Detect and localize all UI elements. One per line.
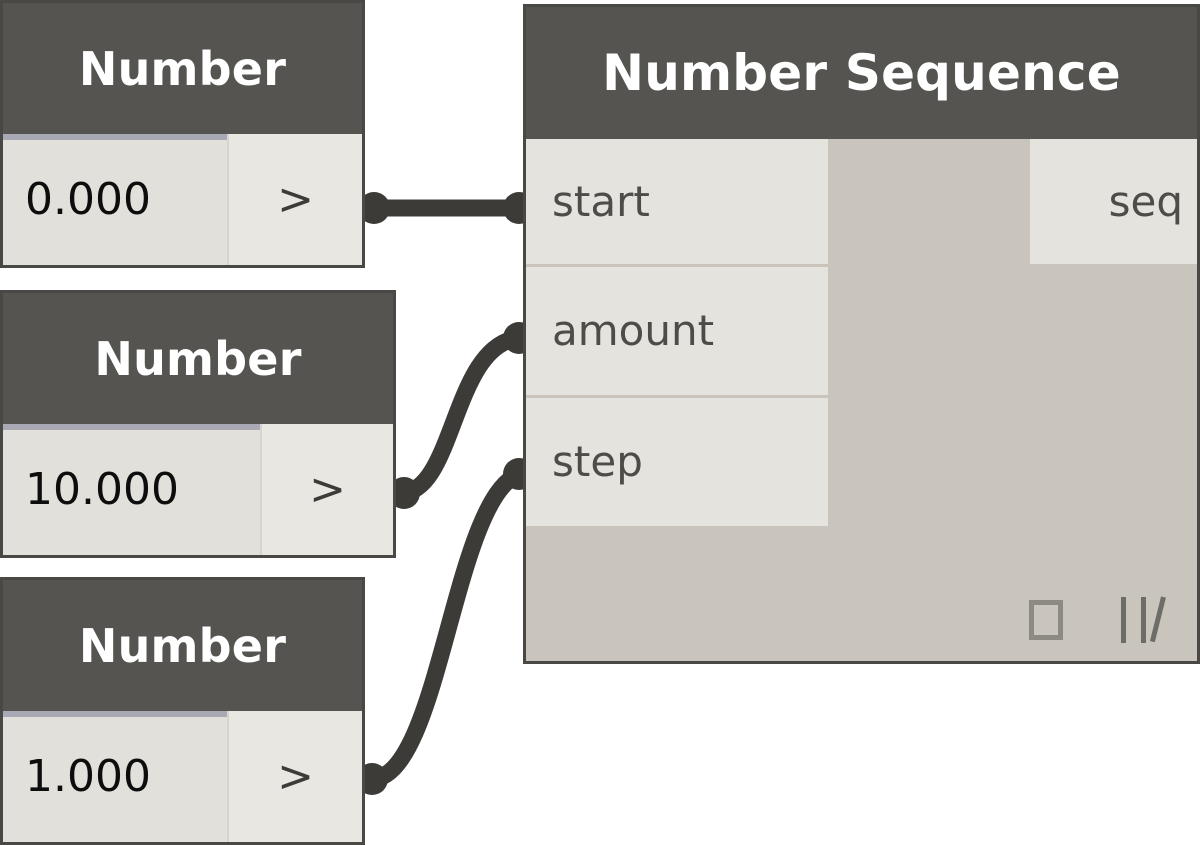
node-number-sequence-title-bar[interactable]: Number Sequence	[526, 7, 1197, 139]
output-port-seq-label: seq	[1108, 176, 1183, 226]
input-port-step[interactable]: step	[526, 398, 828, 526]
lacing-bar-1	[1121, 597, 1126, 643]
node-number-2[interactable]: Number 10.000 >	[0, 290, 396, 558]
number-2-expand-chevron-icon[interactable]: >	[260, 424, 393, 555]
node-number-2-body: 10.000 >	[3, 424, 393, 555]
number-2-value-text: 10.000	[25, 463, 179, 515]
node-number-3-title: Number	[78, 618, 287, 673]
wire-number2-to-amount[interactable]	[392, 329, 528, 502]
number-1-slider-track[interactable]	[3, 134, 227, 140]
number-1-value-text: 0.000	[25, 173, 151, 225]
node-footer-icons	[1029, 596, 1177, 643]
preview-geometry-icon[interactable]	[1029, 600, 1063, 640]
input-port-amount[interactable]: amount	[526, 267, 828, 395]
node-number-sequence[interactable]: Number Sequence start amount step seq	[523, 4, 1200, 664]
node-number-2-title-bar[interactable]: Number	[3, 293, 393, 424]
number-3-slider-track[interactable]	[3, 711, 227, 717]
number-2-slider-track[interactable]	[3, 424, 260, 430]
port-divider-2	[526, 395, 828, 398]
lacing-icon[interactable]	[1119, 596, 1177, 643]
node-number-2-title: Number	[94, 331, 302, 386]
input-port-start[interactable]: start	[526, 139, 828, 264]
node-number-1-title: Number	[78, 41, 287, 96]
node-number-3-body: 1.000 >	[3, 711, 362, 842]
number-1-chevron-glyph: >	[277, 173, 314, 225]
input-port-start-label: start	[552, 176, 650, 226]
node-number-1-body: 0.000 >	[3, 134, 362, 265]
input-port-amount-label: amount	[552, 306, 715, 355]
node-number-3[interactable]: Number 1.000 >	[0, 577, 365, 845]
number-3-value-text: 1.000	[25, 750, 151, 802]
node-number-1[interactable]: Number 0.000 >	[0, 0, 365, 268]
lacing-bar-2	[1141, 597, 1146, 643]
number-1-expand-chevron-icon[interactable]: >	[227, 134, 362, 265]
port-divider-1	[526, 264, 828, 267]
lacing-bar-3	[1149, 596, 1166, 643]
number-3-chevron-glyph: >	[277, 750, 314, 802]
node-number-1-title-bar[interactable]: Number	[3, 3, 362, 134]
node-number-sequence-body: start amount step seq	[526, 139, 1197, 661]
input-port-step-label: step	[552, 437, 643, 486]
number-2-chevron-glyph: >	[309, 463, 346, 515]
number-1-value-field[interactable]: 0.000	[3, 134, 227, 265]
node-number-3-title-bar[interactable]: Number	[3, 580, 362, 711]
node-number-sequence-title: Number Sequence	[602, 44, 1121, 102]
number-3-value-field[interactable]: 1.000	[3, 711, 227, 842]
number-3-expand-chevron-icon[interactable]: >	[227, 711, 362, 842]
number-2-value-field[interactable]: 10.000	[3, 424, 260, 555]
output-port-seq[interactable]: seq	[1030, 139, 1197, 264]
